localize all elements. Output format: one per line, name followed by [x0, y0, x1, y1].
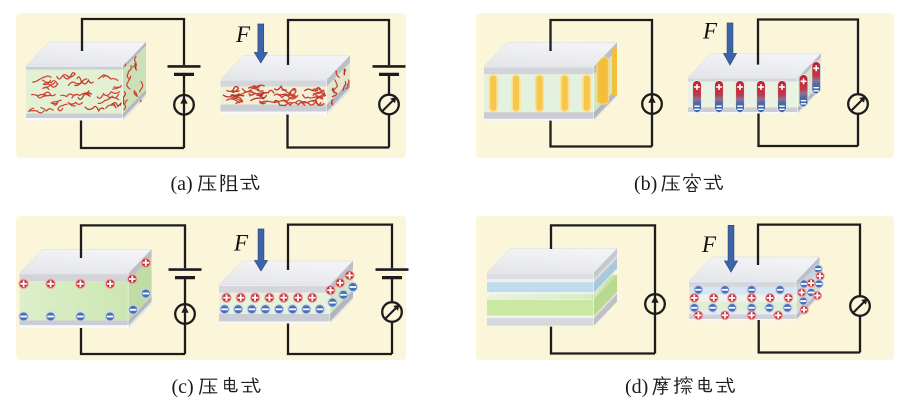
- svg-text:F: F: [235, 22, 251, 47]
- svg-text:(c): (c): [172, 376, 194, 398]
- svg-text:(b): (b): [634, 173, 657, 195]
- svg-text:F: F: [702, 19, 718, 44]
- svg-text:F: F: [701, 232, 717, 257]
- svg-text:(a): (a): [171, 173, 193, 195]
- svg-text:(d): (d): [625, 376, 648, 398]
- svg-text:F: F: [233, 231, 249, 256]
